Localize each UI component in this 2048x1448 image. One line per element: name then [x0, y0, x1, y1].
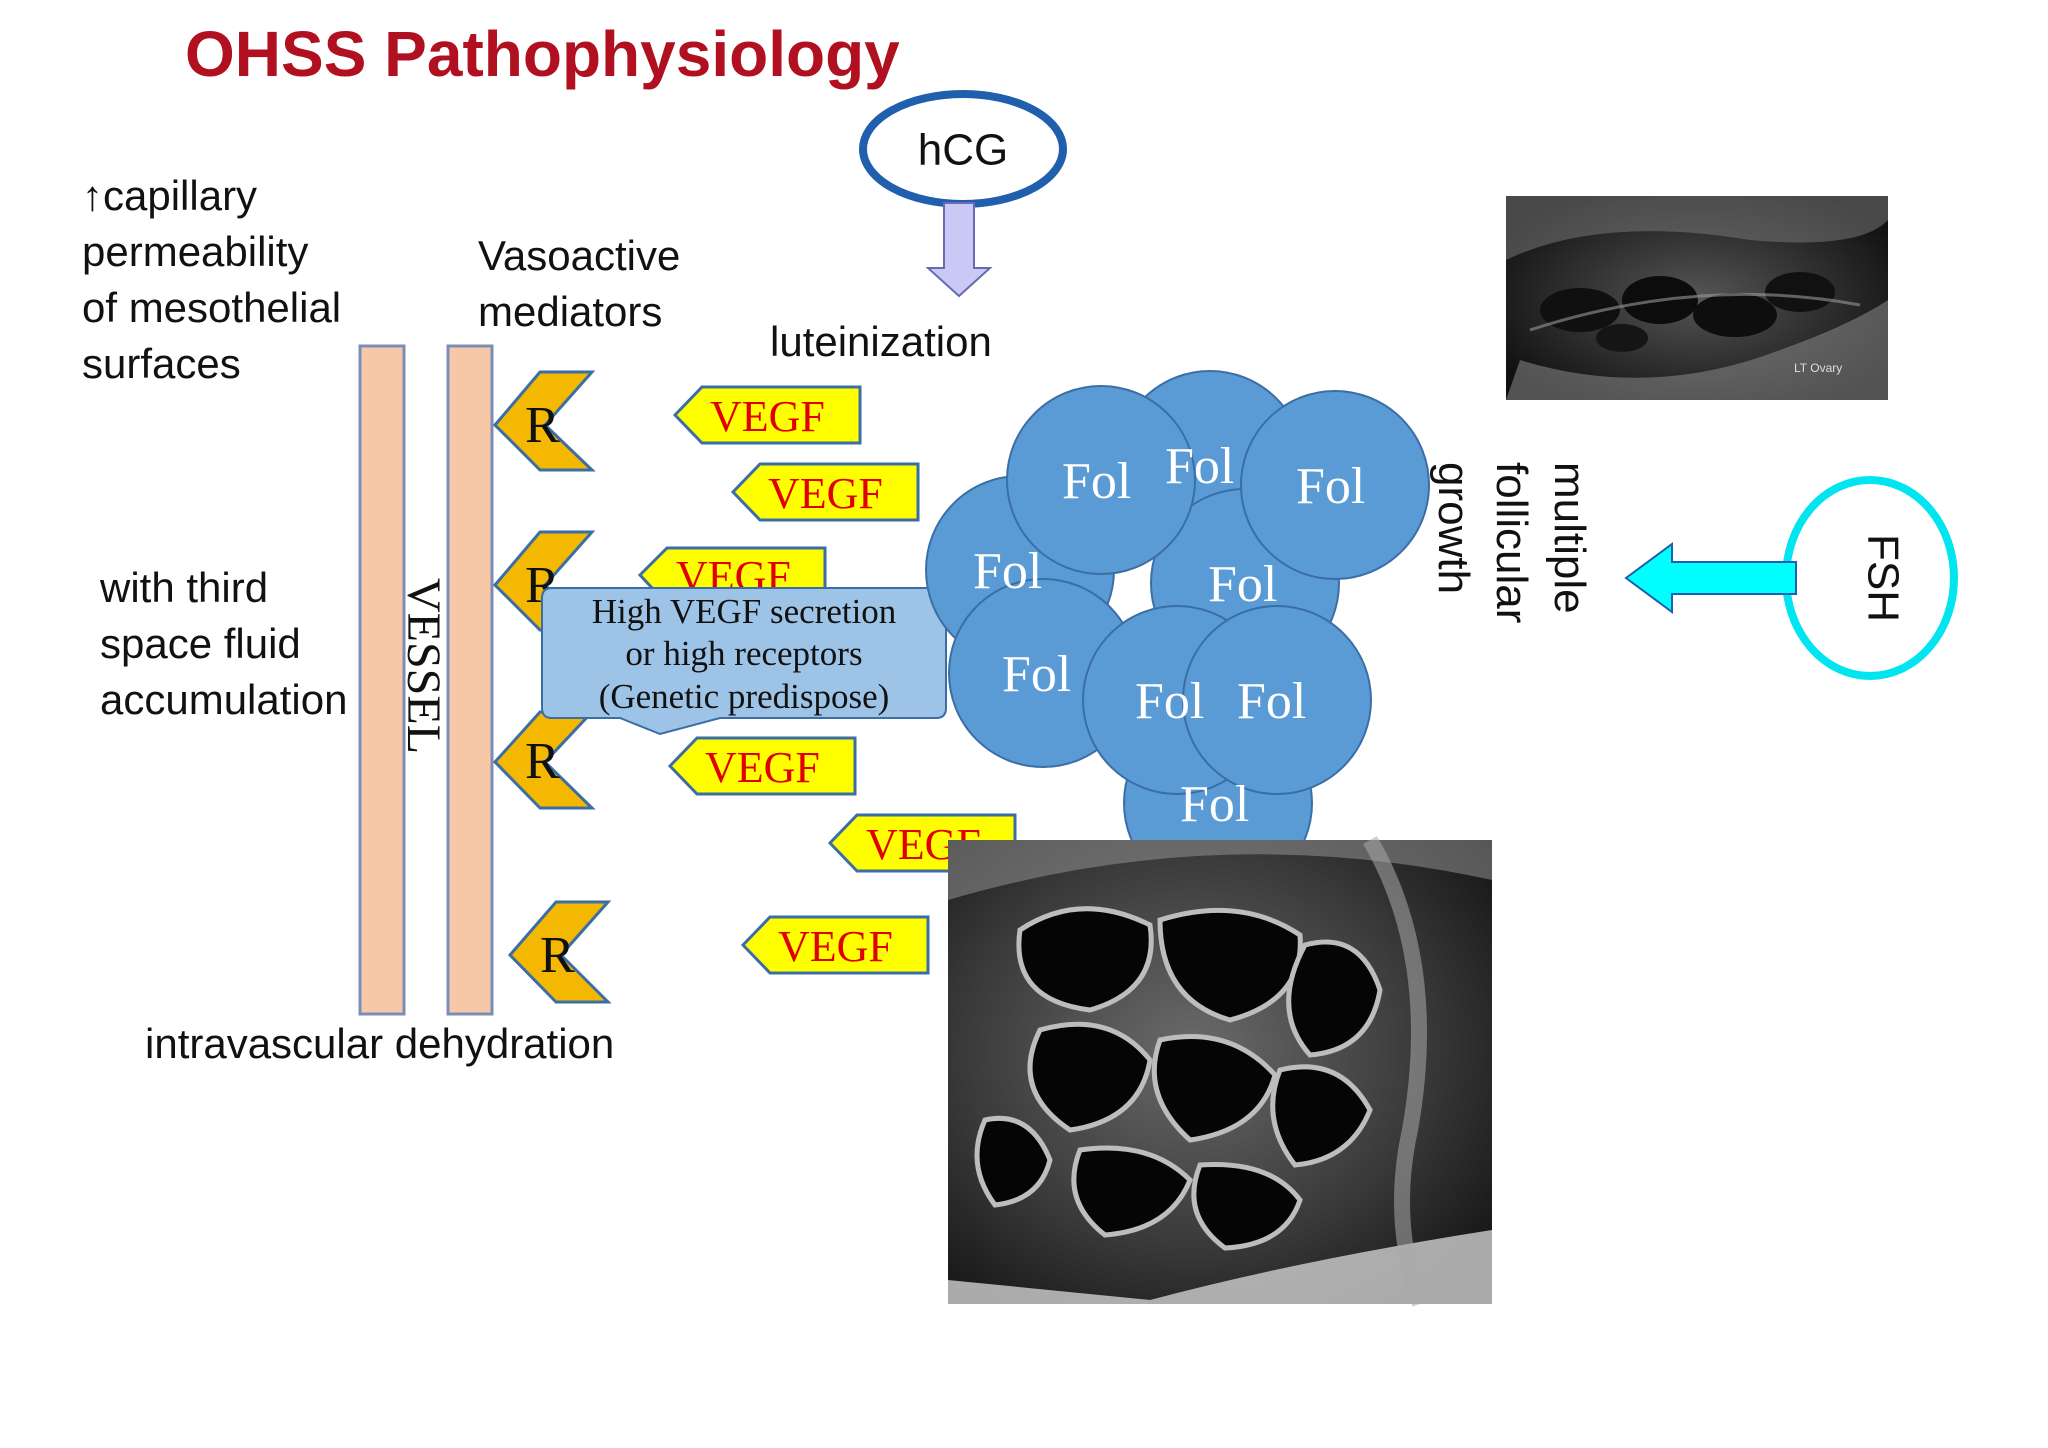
- third-space-label: with third space fluid accumulation: [99, 564, 347, 723]
- ovary-ultrasound-large: [948, 835, 1492, 1307]
- vessel-wall-left: [358, 344, 406, 1016]
- receptor-label: R: [525, 397, 560, 454]
- receptor-label: R: [525, 733, 560, 790]
- capillary-permeability-label: ↑capillary permeability of mesothelial s…: [82, 172, 353, 387]
- receptor-label: R: [540, 927, 575, 984]
- follicle-label: Fol: [1237, 673, 1306, 730]
- capillary-line-3: of mesothelial: [82, 284, 341, 331]
- vegf-tag: VEGF: [672, 385, 862, 445]
- ovary-ultrasound-small: LT Ovary: [1506, 196, 1888, 400]
- capillary-line-4: surfaces: [82, 340, 241, 387]
- hcg-node: hCG: [859, 90, 1067, 208]
- vegf-tag: VEGF: [740, 915, 930, 975]
- third-space-line-1: with third: [99, 564, 268, 611]
- vegf-label: VEGF: [778, 922, 893, 971]
- vasoactive-line-1: Vasoactive: [478, 232, 680, 279]
- fsh-node: FSH: [1782, 476, 1958, 680]
- hcg-label: hCG: [918, 126, 1008, 175]
- page-title: OHSS Pathophysiology: [185, 18, 900, 90]
- receptor: R: [492, 530, 596, 632]
- vasoactive-mediators-label: Vasoactive mediators: [478, 232, 692, 335]
- callout-line-1: High VEGF secretion: [592, 592, 897, 631]
- follicular-line-1: multiple: [1545, 462, 1594, 614]
- down-arrow-icon: [925, 202, 993, 298]
- follicle-label: Fol: [1208, 556, 1277, 613]
- callout-line-3: (Genetic predispose): [599, 677, 890, 716]
- luteinization-label: luteinization: [770, 318, 992, 365]
- vegf-label: VEGF: [705, 743, 820, 792]
- vegf-label: VEGF: [768, 469, 883, 518]
- callout-line-2: or high receptors: [625, 634, 862, 673]
- intravascular-dehydration-label: intravascular dehydration: [145, 1020, 614, 1067]
- genetic-predisposition-callout: High VEGF secretion or high receptors (G…: [541, 587, 947, 736]
- follicle-label: Fol: [1135, 673, 1204, 730]
- vessel-label: VESSEL: [397, 578, 450, 754]
- receptor: R: [507, 900, 612, 1004]
- vegf-label: VEGF: [710, 392, 825, 441]
- follicular-line-3: growth: [1429, 462, 1478, 594]
- follicular-growth-label: multiple follicular growth: [1429, 462, 1594, 636]
- vegf-tag: VEGF: [730, 462, 920, 522]
- third-space-line-2: space fluid: [100, 620, 301, 667]
- follicle-label: Fol: [1180, 776, 1249, 833]
- follicle: [1006, 385, 1196, 575]
- follicle: [1182, 605, 1372, 795]
- third-space-line-3: accumulation: [100, 676, 347, 723]
- vegf-tag: VEGF: [667, 736, 857, 796]
- left-arrow-icon: [1624, 542, 1797, 614]
- follicle-label: Fol: [1002, 646, 1071, 703]
- capillary-line-1: ↑capillary: [82, 172, 257, 219]
- follicle-label: Fol: [1165, 438, 1234, 495]
- follicle-label: Fol: [973, 543, 1042, 600]
- capillary-line-2: permeability: [82, 228, 308, 275]
- vasoactive-line-2: mediators: [478, 288, 662, 335]
- vessel-wall-right: [446, 344, 494, 1016]
- fsh-label: FSH: [1858, 534, 1907, 622]
- ultrasound-caption: LT Ovary: [1794, 361, 1842, 375]
- follicle: [1240, 390, 1430, 580]
- follicle-label: Fol: [1062, 453, 1131, 510]
- receptor: R: [492, 710, 596, 810]
- follicular-line-2: follicular: [1487, 462, 1536, 623]
- receptor: R: [492, 370, 596, 472]
- follicle-label: Fol: [1296, 458, 1365, 515]
